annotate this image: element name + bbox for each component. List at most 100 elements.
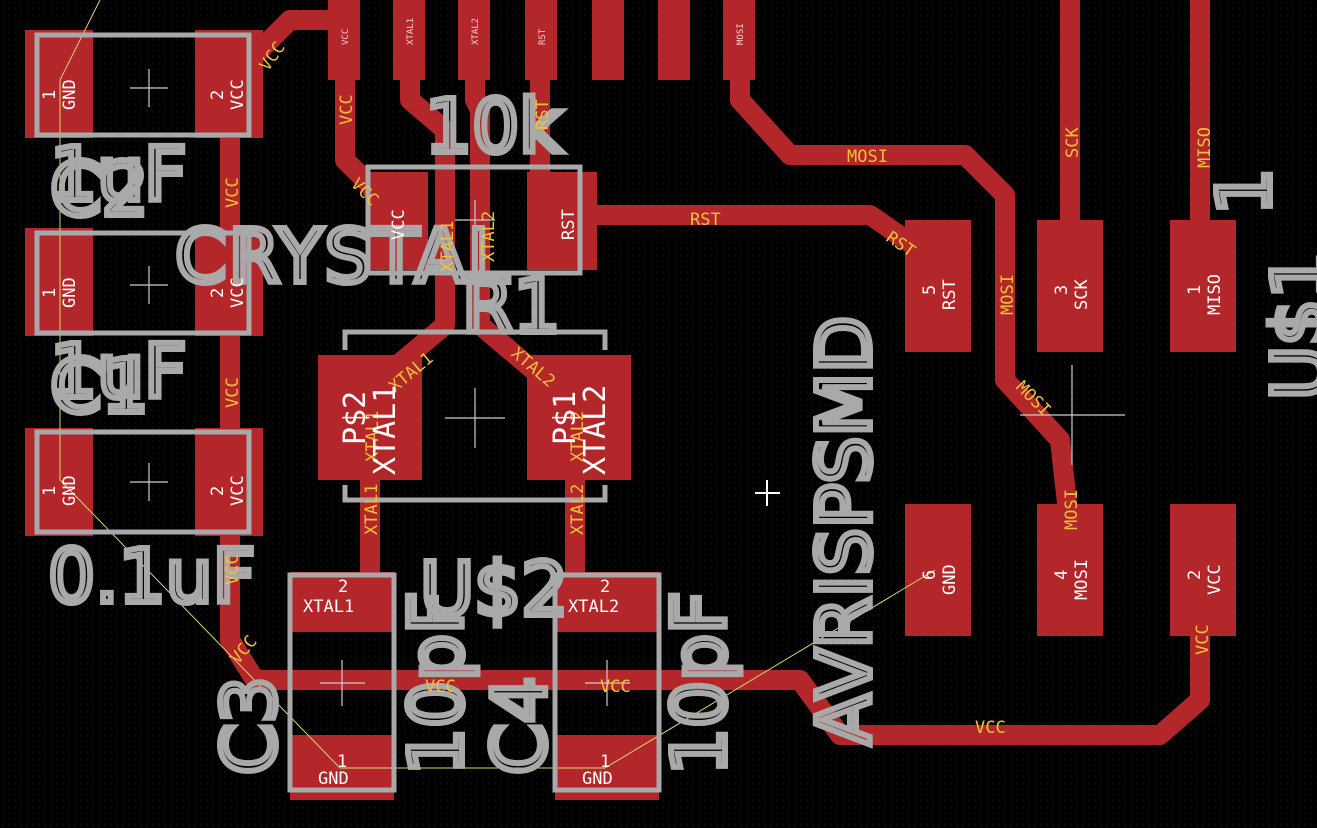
net-rst-2: RST — [690, 210, 721, 230]
header-pin-xtal2 — [458, 0, 490, 80]
hdr-label-xtal2: XTAL2 — [471, 18, 481, 45]
cap-bot-outline — [34, 429, 252, 535]
label-c-bot-value: 0.1uF — [48, 534, 255, 620]
net-vcc-8: VCC — [425, 677, 456, 697]
r1-pad-vcc — [368, 172, 428, 270]
pad-labels: GND 1 VCC 2 GND 1 VCC 2 GND 1 VCC 2 VCC … — [40, 79, 1225, 789]
header-pin-5 — [592, 0, 624, 80]
pad-label-2-2: 2 — [208, 288, 228, 298]
pad-label-c4-xtal2: XTAL2 — [568, 597, 619, 617]
r1-outline — [365, 164, 583, 276]
c3-pad-2 — [290, 572, 394, 632]
pad-label-c3-1: 1 — [337, 752, 347, 772]
net-vcc-9: VCC — [600, 677, 631, 697]
pad-label-c3-xtal1: XTAL1 — [303, 597, 354, 617]
isp-label-6: 6 — [920, 570, 940, 580]
header-pin-rst — [525, 0, 557, 80]
isp-label-2: 2 — [1185, 570, 1205, 580]
pad-label-xtal1: XTAL1 — [368, 385, 403, 475]
pad-label-1-2: 1 — [40, 288, 60, 298]
header-pin-vcc — [328, 0, 360, 80]
label-c-top-value: 1uF — [50, 132, 187, 218]
mosi-trace — [730, 20, 1080, 540]
label-avrispsmd: AVRISPSMD — [802, 316, 888, 745]
isp-pad-3 — [1037, 220, 1103, 352]
vcc-trace-main — [220, 70, 1210, 745]
net-vcc-10: VCC — [975, 718, 1006, 738]
label-u1: U$1 — [1257, 252, 1317, 400]
isp-pad-1 — [1170, 220, 1236, 352]
net-vcc-5: VCC — [223, 554, 243, 585]
label-c4: C4 — [477, 676, 563, 775]
pad-label-gnd-1: GND — [60, 79, 80, 110]
net-miso: MISO — [1195, 127, 1215, 168]
net-rst-1: RST — [533, 99, 553, 130]
isp-label-rst: RST — [940, 279, 960, 310]
pad-label-ps1: P$1 — [548, 391, 583, 445]
pad-label-2-3: 2 — [208, 486, 228, 496]
pad-label-r1-vcc: VCC — [389, 209, 409, 240]
net-xtal1-4: XTAL1 — [363, 411, 383, 462]
pad-label-ps2: P$2 — [338, 391, 373, 445]
cap-top-outline — [34, 32, 252, 138]
net-xtal2-3: XTAL2 — [568, 484, 588, 535]
net-vcc-4: VCC — [223, 377, 243, 408]
c4-outline — [552, 572, 662, 793]
net-mosi-4: MOSI — [1062, 489, 1082, 530]
isp-pad-4 — [1037, 504, 1103, 636]
pad-label-vcc-2: VCC — [228, 277, 248, 308]
crystal-outline-bot — [342, 485, 608, 503]
isp-label-5: 5 — [920, 285, 940, 295]
silk-labels: 1uF C2 1uF C1 0.1uF CRYSTAL R1 10k U$2 C… — [45, 81, 1317, 778]
pad-label-c4-gnd: GND — [582, 769, 613, 789]
header-pin-labels: VCC XTAL1 XTAL2 RST MOSI — [341, 18, 746, 45]
pad-label-gnd-2: GND — [60, 277, 80, 308]
label-c3: C3 — [207, 676, 293, 775]
isp-label-sck: SCK — [1072, 279, 1092, 310]
hdr-label-mosi: MOSI — [736, 23, 746, 45]
r1-pad-rst — [527, 172, 597, 270]
hdr-label-xtal1: XTAL1 — [406, 18, 416, 45]
label-c3-value: 10pF — [394, 591, 480, 775]
pad-label-vcc-3: VCC — [228, 475, 248, 506]
cap-mid-outline — [34, 230, 252, 336]
c3-outline — [287, 572, 397, 793]
net-vcc-2: VCC — [337, 94, 357, 125]
label-r1: R1 — [462, 264, 561, 350]
net-sck: SCK — [1063, 127, 1083, 158]
header-pin-xtal1 — [393, 0, 425, 80]
cap-mid-pad-vcc — [195, 228, 263, 336]
isp-label-4: 4 — [1052, 570, 1072, 580]
pad-label-c4-2: 2 — [600, 577, 610, 597]
pad-label-c3-gnd: GND — [318, 769, 349, 789]
c4-pad-2 — [555, 572, 659, 632]
isp-label-miso: MISO — [1205, 274, 1225, 315]
crystal-pad-2 — [318, 355, 422, 480]
hdr-label-rst: RST — [538, 28, 548, 45]
header-pin-6 — [658, 0, 690, 80]
cap-bot-pad-vcc — [195, 428, 263, 536]
net-vcc-11: VCC — [1193, 624, 1213, 655]
pad-label-1-3: 1 — [40, 486, 60, 496]
crystal-outline-top — [342, 329, 608, 350]
header-pin-mosi — [723, 0, 755, 80]
isp-label-vcc: VCC — [1205, 564, 1225, 595]
crystal-pad-1 — [527, 355, 631, 480]
net-xtal1-1: XTAL1 — [438, 221, 458, 272]
net-xtal2-4: XTAL2 — [568, 411, 588, 462]
cap-top-pad-vcc — [195, 30, 263, 138]
isp-label-mosi: MOSI — [1072, 559, 1092, 600]
pad-label-1-1: 1 — [40, 90, 60, 100]
hdr-label-vcc: VCC — [341, 29, 351, 45]
label-c4-value: 10pF — [657, 591, 743, 775]
isp-pad-5 — [905, 220, 971, 352]
origin-crosshairs — [130, 69, 1125, 706]
pad-label-2-1: 2 — [208, 90, 228, 100]
label-us2: U$2 — [420, 547, 568, 633]
silkscreen-outlines — [34, 32, 662, 793]
pad-label-vcc-1: VCC — [228, 79, 248, 110]
isp-pad-6 — [905, 504, 971, 636]
pad-label-gnd-3: GND — [60, 475, 80, 506]
